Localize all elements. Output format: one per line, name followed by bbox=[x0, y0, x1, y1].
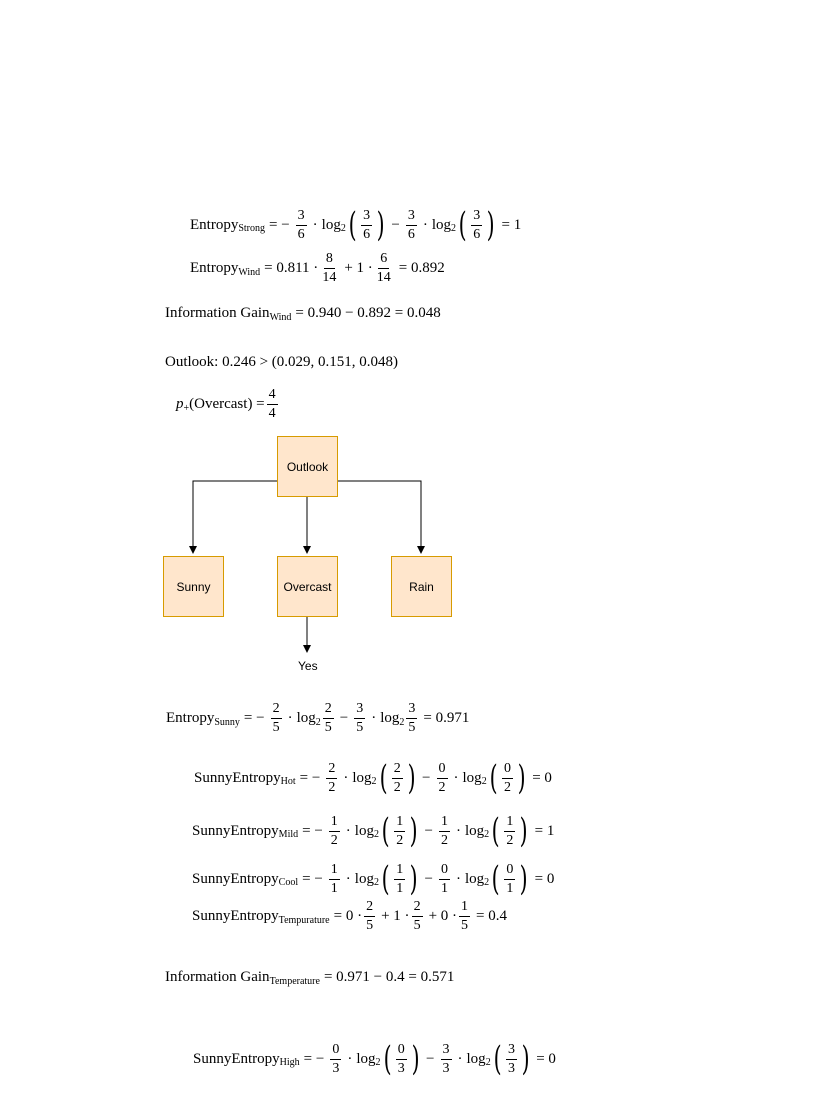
eq-sub: Strong bbox=[238, 223, 265, 234]
node-sunny: Sunny bbox=[163, 556, 224, 617]
node-rain: Rain bbox=[391, 556, 452, 617]
edge-outlook-sunny bbox=[189, 480, 277, 554]
eq-name: Entropy bbox=[190, 216, 239, 233]
node-overcast: Overcast bbox=[277, 556, 338, 617]
leaf-yes: Yes bbox=[298, 659, 318, 673]
eq-op: = − bbox=[269, 216, 290, 233]
outlook-comparison: Outlook: 0.246 > (0.029, 0.151, 0.048) bbox=[165, 354, 399, 370]
edge-outlook-rain bbox=[337, 480, 425, 554]
node-outlook: Outlook bbox=[277, 436, 338, 497]
